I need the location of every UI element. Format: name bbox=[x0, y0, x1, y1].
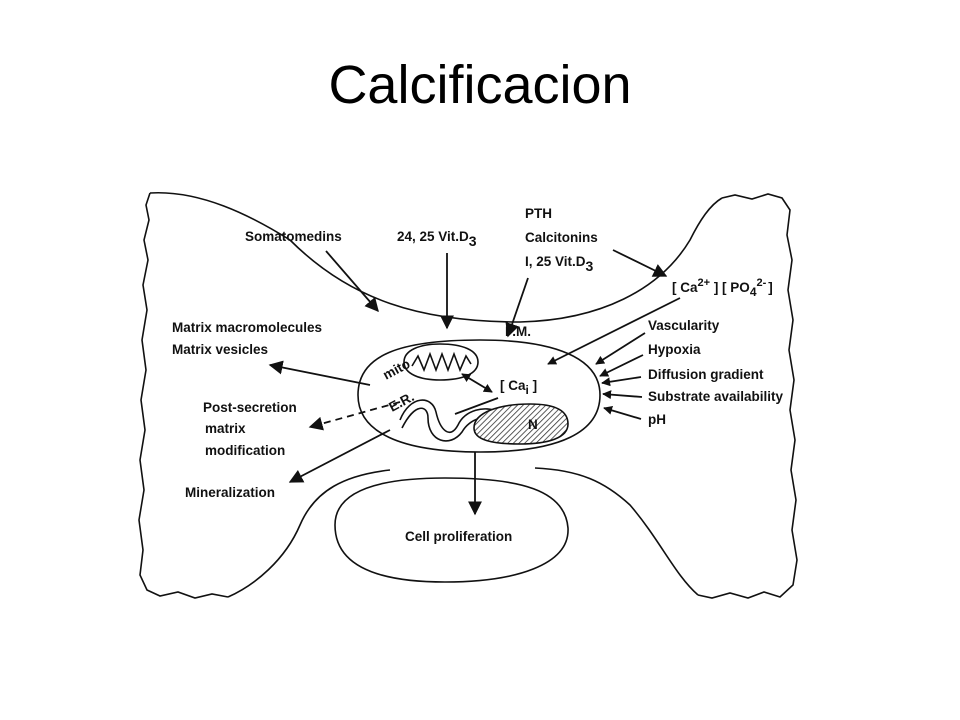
arrow-matrix-secretion bbox=[268, 360, 371, 386]
label-diffusion-gradient: Diffusion gradient bbox=[648, 367, 764, 382]
arrow-ph bbox=[603, 405, 642, 420]
lower-tissue-right bbox=[534, 467, 699, 596]
left-tissue-border bbox=[138, 192, 229, 599]
arrow-ions-to-cell bbox=[547, 297, 681, 365]
label-cell-proliferation: Cell proliferation bbox=[405, 529, 512, 544]
label-substrate-availability: Substrate availability bbox=[648, 389, 784, 404]
mitochondrion bbox=[403, 343, 479, 381]
label-matrix: matrix bbox=[205, 421, 246, 436]
label-nucleus: N bbox=[528, 417, 538, 432]
arrow-post-secretion bbox=[308, 401, 401, 431]
label-plasma-membrane: P.M. bbox=[505, 324, 531, 339]
arrow-substrate bbox=[602, 390, 643, 400]
label-calcium-phosphate: [ Ca2+ ] [ PO42-] bbox=[672, 277, 773, 299]
label-vitd-1-25: I, 25 Vit.D3 bbox=[525, 254, 594, 274]
arrow-vitd-1-25 bbox=[505, 277, 529, 338]
label-calcitonins: Calcitonins bbox=[525, 230, 598, 245]
label-post-secretion: Post-secretion bbox=[203, 400, 297, 415]
label-matrix-vesicles: Matrix vesicles bbox=[172, 342, 268, 357]
label-somatomedins: Somatomedins bbox=[245, 229, 342, 244]
label-hypoxia: Hypoxia bbox=[648, 342, 701, 357]
label-mineralization: Mineralization bbox=[185, 485, 275, 500]
label-pth: PTH bbox=[525, 206, 552, 221]
label-intracellular-calcium: [ Cai ] bbox=[500, 378, 537, 397]
arrow-somatomedins bbox=[325, 250, 379, 313]
label-vitd-24-25: 24, 25 Vit.D3 bbox=[397, 229, 477, 249]
slide-title: Calcificacion bbox=[328, 55, 632, 115]
label-er: E.R. bbox=[386, 389, 416, 415]
arrow-vascularity bbox=[595, 332, 646, 365]
upper-cell-membrane bbox=[149, 191, 723, 323]
arrow-diffusion bbox=[601, 376, 642, 387]
mitochondrion-cristae bbox=[411, 351, 472, 373]
nucleus bbox=[473, 403, 569, 445]
proliferating-cell bbox=[334, 477, 569, 583]
line-cai-er bbox=[454, 397, 499, 415]
label-ph: pH bbox=[648, 412, 666, 427]
arrow-pth-calcitonins bbox=[612, 249, 668, 277]
label-modification: modification bbox=[205, 443, 285, 458]
central-cell bbox=[357, 339, 601, 453]
arrow-mito-cai bbox=[461, 373, 493, 393]
label-matrix-macromolecules: Matrix macromolecules bbox=[172, 320, 322, 335]
lower-tissue-left bbox=[227, 469, 391, 598]
right-tissue-border bbox=[697, 193, 798, 599]
label-mito: mito bbox=[380, 356, 412, 383]
label-vascularity: Vascularity bbox=[648, 318, 720, 333]
arrow-hypoxia bbox=[599, 354, 644, 377]
arrow-mineralization bbox=[288, 429, 391, 483]
